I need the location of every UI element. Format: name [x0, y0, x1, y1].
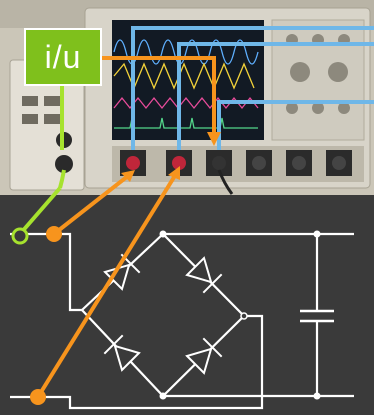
voltage-probe-wires — [36, 56, 216, 399]
current-probe-icon — [11, 227, 29, 245]
circuit-junctions — [159, 230, 321, 400]
voltage-probe-arrowheads — [121, 132, 221, 182]
scope-channel-inputs — [120, 150, 352, 176]
bridge-rectifier-diode-icon — [103, 253, 223, 375]
current-probe-wire — [18, 86, 66, 236]
current-voltage-probe-label: i/u — [24, 28, 102, 86]
capacitor-icon — [300, 309, 334, 323]
voltage-probe-icon — [30, 226, 62, 405]
oscilloscope-photo — [0, 0, 374, 195]
probe-cable — [217, 169, 234, 195]
bridge-node-right — [240, 312, 248, 320]
